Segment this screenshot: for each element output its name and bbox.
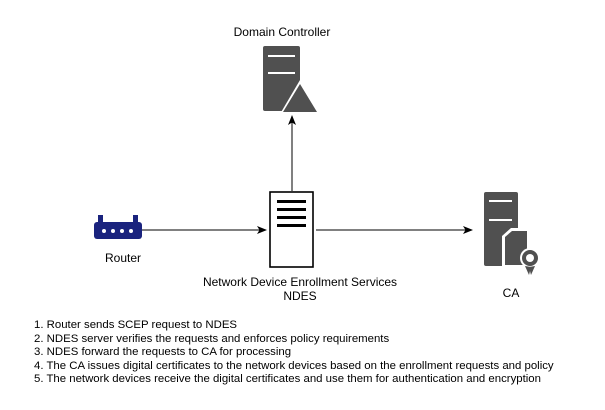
certificate-server-icon [484, 192, 540, 275]
ndes-label-line2: NDES [283, 289, 317, 303]
domain-controller-label: Domain Controller [233, 25, 331, 39]
server-rack-icon [269, 191, 314, 268]
process-step: 1. Router sends SCEP request to NDES [34, 319, 238, 331]
server-warning-icon [263, 46, 320, 114]
process-steps-list: 1. Router sends SCEP request to NDES 2. … [34, 319, 554, 387]
process-step: 3. NDES forward the requests to CA for p… [34, 346, 292, 359]
process-step: 4. The CA issues digital certificates to… [34, 359, 554, 372]
router-label: Router [104, 251, 142, 265]
process-step: 2. NDES server verifies the requests and… [34, 332, 390, 345]
process-step: 5. The network devices receive the digit… [34, 373, 541, 386]
ndes-label-line1: Network Device Enrollment Services [202, 275, 398, 289]
ca-label: CA [502, 286, 520, 300]
router-icon [94, 215, 142, 239]
